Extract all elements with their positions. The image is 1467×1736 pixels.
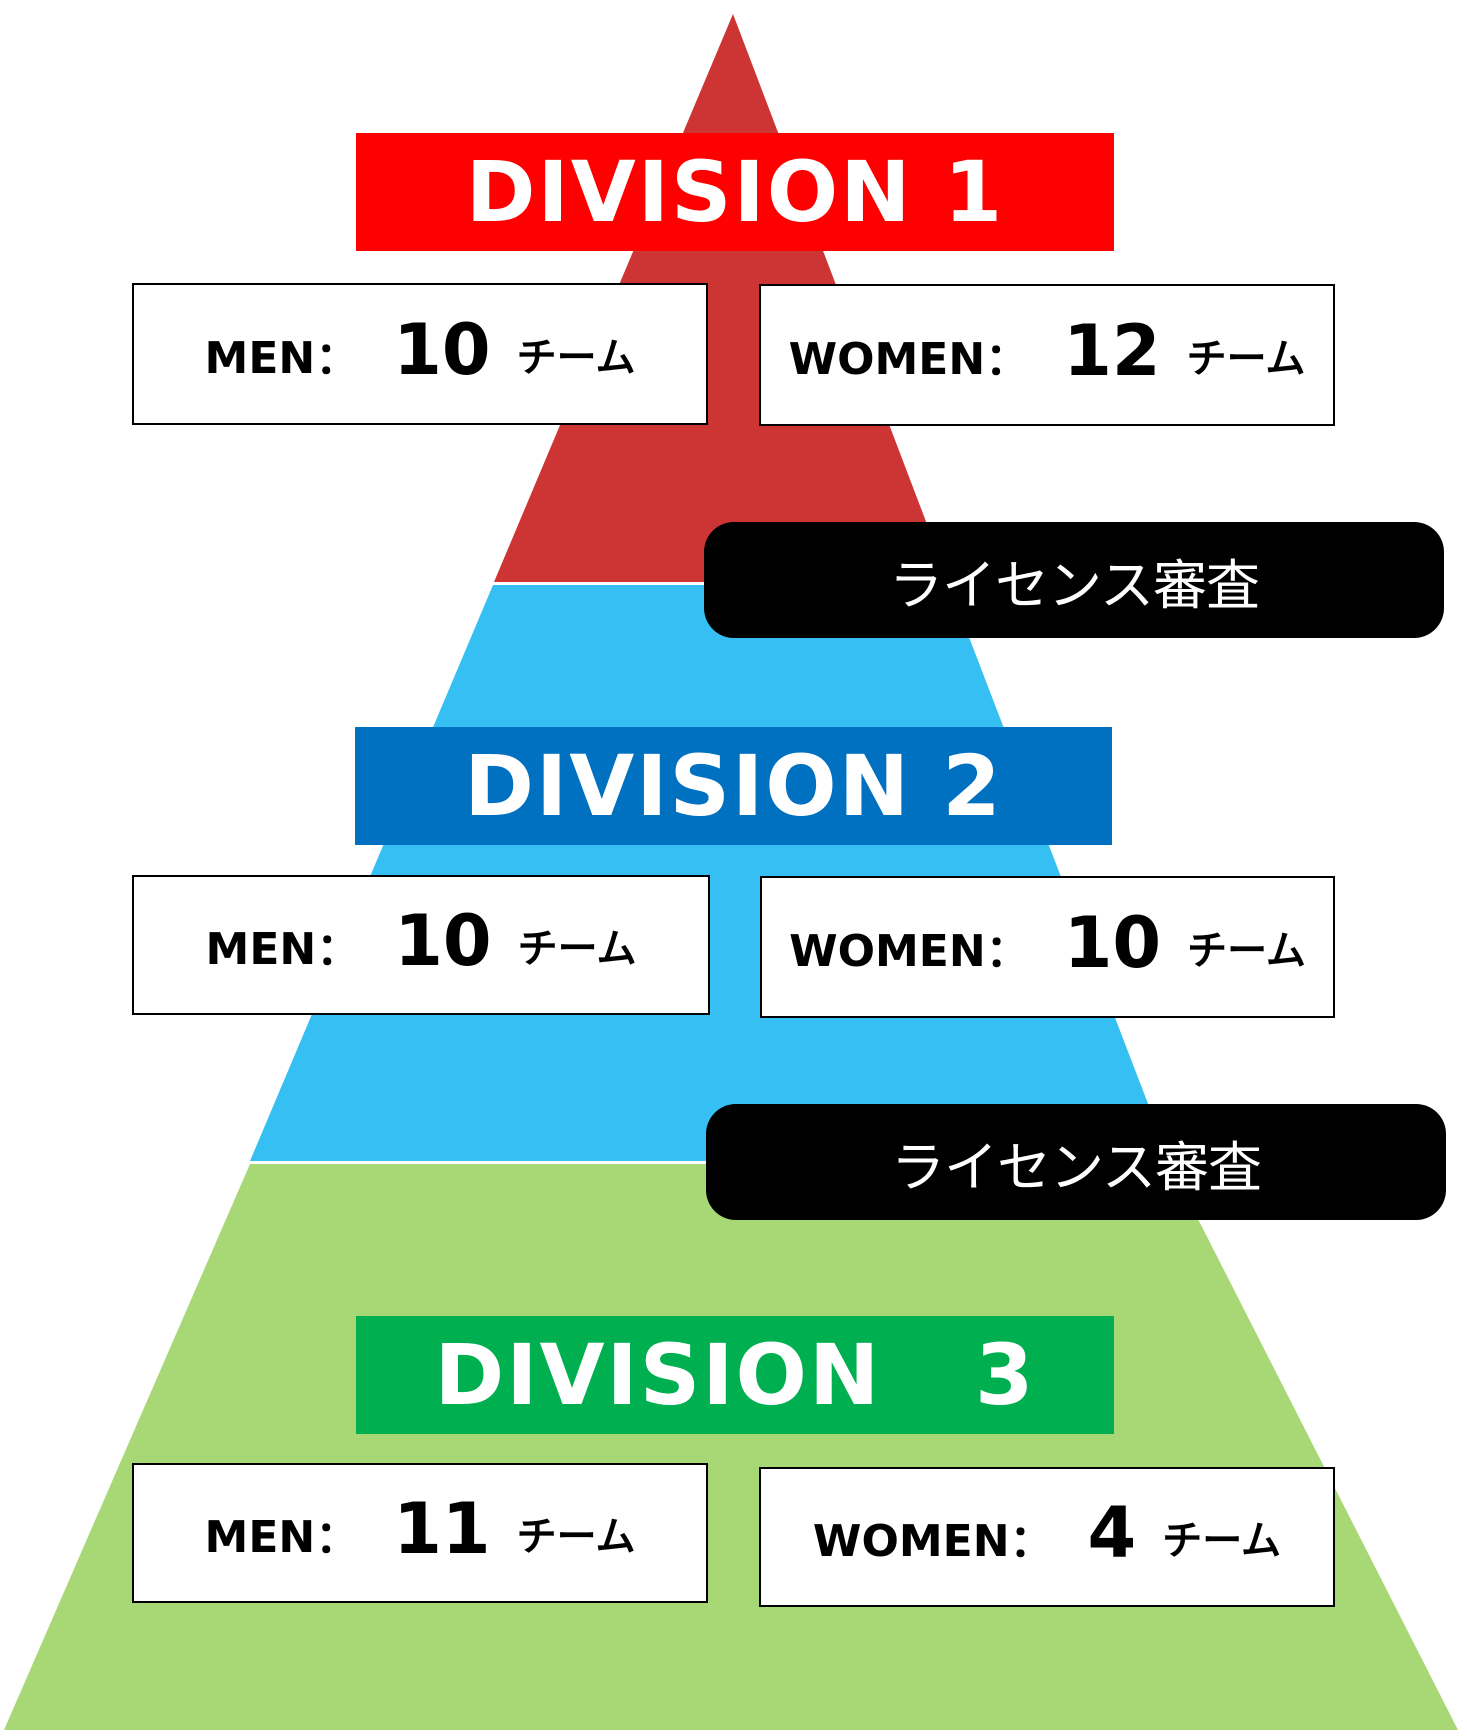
division-2-men-count: 10 <box>394 900 492 982</box>
division-2-men-unit: チーム <box>517 926 637 972</box>
division-3-banner: DIVISION 3 <box>356 1316 1114 1434</box>
division-3-women-count: 4 <box>1087 1492 1137 1574</box>
tier-1-triangle <box>494 14 949 582</box>
division-2-women-box: WOMEN： 10 チーム <box>760 876 1335 1018</box>
division-1-women-count: 12 <box>1063 310 1161 392</box>
division-3-men-unit: チーム <box>516 1514 636 1560</box>
division-1-men-box: MEN： 10 チーム <box>132 283 708 425</box>
division-3-women-label: WOMEN： <box>812 1516 1054 1567</box>
tier-3-band <box>4 1164 1458 1730</box>
license-review-badge-2: ライセンス審査 <box>706 1104 1446 1220</box>
division-3-women-box: WOMEN： 4 チーム <box>759 1467 1335 1607</box>
division-1-banner: DIVISION 1 <box>356 133 1114 251</box>
division-1-women-box: WOMEN： 12 チーム <box>759 284 1335 426</box>
division-2-title: DIVISION 2 <box>464 737 1003 835</box>
division-1-women-label: WOMEN： <box>788 334 1030 385</box>
division-1-women-unit: チーム <box>1186 336 1306 382</box>
license-review-label-2: ライセンス審査 <box>891 1135 1262 1199</box>
division-3-men-label: MEN： <box>204 1512 360 1563</box>
division-2-banner: DIVISION 2 <box>355 727 1112 845</box>
division-2-men-label: MEN： <box>205 924 361 975</box>
division-3-women-unit: チーム <box>1162 1518 1282 1564</box>
license-review-badge-1: ライセンス審査 <box>704 522 1444 638</box>
division-3-title: DIVISION 3 <box>434 1326 1036 1424</box>
division-1-title: DIVISION 1 <box>465 143 1005 241</box>
division-2-women-unit: チーム <box>1187 928 1306 974</box>
division-3-men-count: 11 <box>393 1488 491 1570</box>
division-2-women-label: WOMEN： <box>789 926 1030 977</box>
division-1-men-label: MEN： <box>204 333 360 384</box>
license-review-label-1: ライセンス審査 <box>889 553 1260 617</box>
division-2-men-box: MEN： 10 チーム <box>132 875 710 1015</box>
division-2-women-count: 10 <box>1063 902 1162 984</box>
division-3-men-box: MEN： 11 チーム <box>132 1463 708 1603</box>
tier-2-band <box>250 585 1170 1161</box>
division-1-men-count: 10 <box>393 309 491 391</box>
division-1-men-unit: チーム <box>516 335 636 381</box>
